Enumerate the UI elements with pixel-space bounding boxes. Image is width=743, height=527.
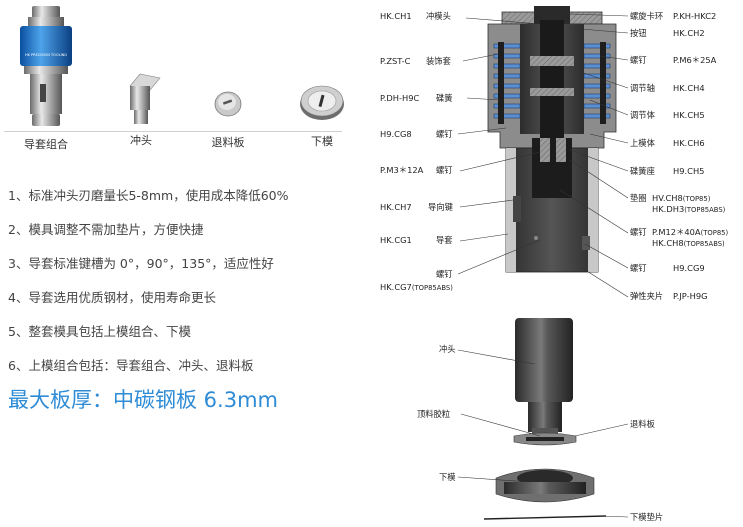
- callout-right-code-12: H9.CG9: [673, 263, 705, 273]
- leader-lines-bottom: [457, 349, 629, 518]
- product-label-guide-sleeve: 导套组合: [24, 138, 68, 151]
- callout-left-name-3: 碟簧: [436, 93, 453, 103]
- callout-right-name-10: 螺钉: [630, 227, 647, 237]
- callout-right-name-13: 弹性夹片: [630, 291, 664, 301]
- callout-right-code-13: P.JP-H9G: [673, 291, 708, 301]
- callout-left-code-3: P.DH-H9C: [380, 93, 420, 103]
- stripper-plate-image: [214, 91, 242, 117]
- feature-4: 4、导套选用优质钢材，使用寿命更长: [8, 290, 216, 305]
- feature-6: 6、上模组合包括：导套组合、冲头、退料板: [8, 358, 254, 373]
- callout-right-code-3: P.M6＊25A: [673, 55, 717, 65]
- callout-left-code-4: H9.CG8: [380, 129, 412, 139]
- callout-left-name-4: 螺钉: [436, 129, 453, 139]
- callout-left-code-5: P.M3＊12A: [380, 165, 424, 175]
- callout-bottom-punch: 冲头: [439, 344, 456, 354]
- callout-right-code-8: HV.CH8(TOP85): [652, 193, 711, 203]
- callout-right-code-5: HK.CH5: [673, 110, 705, 120]
- feature-1: 1、标准冲头刃磨量长5-8mm，使用成本降低60%: [8, 188, 289, 203]
- callout-left-code-9: HK.CG7(TOP85ABS): [380, 282, 453, 292]
- callout-right-code-7: H9.CH5: [673, 166, 705, 176]
- divider: [4, 131, 342, 132]
- callout-left-name-2: 装饰套: [426, 56, 451, 66]
- callout-left-code-2: P.ZST-C: [380, 56, 411, 66]
- callout-left-name-6: 导向键: [428, 202, 453, 212]
- callout-bottom-stripper-plate: 退料板: [630, 419, 655, 429]
- callout-bottom-lower-die: 下模: [439, 472, 456, 482]
- callout-right-code-4: HK.CH4: [673, 83, 705, 93]
- callout-left-code-6: HK.CH7: [380, 202, 412, 212]
- callout-bottom-die-shim: 下模垫片: [630, 512, 664, 522]
- callout-right-code-1: P.KH-HKC2: [673, 11, 717, 21]
- feature-2: 2、模具调整不需加垫片，方便快捷: [8, 222, 204, 237]
- callout-right-name-7: 碟簧座: [630, 166, 655, 176]
- callout-right-code-11: HK.CH8(TOP85ABS): [652, 238, 725, 248]
- callout-left-code-1: HK.CH1: [380, 11, 412, 21]
- callout-right-name-1: 螺旋卡环: [630, 11, 664, 21]
- max-thickness: 最大板厚：中碳钢板 6.3mm: [8, 388, 278, 412]
- lower-die-image: [300, 85, 344, 120]
- callout-right-name-5: 调节体: [630, 110, 655, 120]
- callout-right-code-9: HK.DH3(TOP85ABS): [652, 204, 726, 214]
- punch-die-exploded-diagram: [483, 318, 607, 520]
- feature-5: 5、整套模具包括上模组合、下模: [8, 324, 191, 339]
- callout-right-code-2: HK.CH2: [673, 28, 705, 38]
- callout-right-name-8: 垫圈: [630, 193, 647, 203]
- callout-left-name-8: 螺钉: [436, 269, 453, 279]
- callout-right-name-2: 按钮: [630, 28, 647, 38]
- punch-image: [129, 73, 161, 124]
- callout-left-name-1: 冲模头: [426, 11, 451, 21]
- guide-sleeve-assembly-image: HK PRECISION TOOLING: [20, 6, 72, 126]
- feature-3: 3、导套标准键槽为 0°，90°，135°，适应性好: [8, 256, 274, 271]
- product-label-stripper-plate: 退料板: [211, 136, 245, 149]
- svg-text:HK PRECISION TOOLING: HK PRECISION TOOLING: [25, 53, 67, 57]
- callout-right-name-4: 调节轴: [630, 83, 655, 93]
- product-label-lower-die: 下模: [311, 135, 333, 148]
- product-label-punch: 冲头: [130, 134, 152, 147]
- callout-left-code-7: HK.CG1: [380, 235, 412, 245]
- callout-right-code-6: HK.CH6: [673, 138, 705, 148]
- leader-lines-top: [457, 13, 629, 298]
- callout-left-name-7: 导套: [436, 235, 453, 245]
- callout-bottom-ejector-rubber: 顶料胶粒: [417, 409, 451, 419]
- callout-right-name-3: 螺钉: [630, 55, 647, 65]
- callout-right-name-6: 上模体: [630, 138, 655, 148]
- callout-right-code-10: P.M12＊40A(TOP85): [652, 227, 729, 237]
- callout-left-name-5: 螺钉: [436, 165, 453, 175]
- callout-right-name-12: 螺钉: [630, 263, 647, 273]
- assembly-cross-section-diagram: [487, 6, 617, 273]
